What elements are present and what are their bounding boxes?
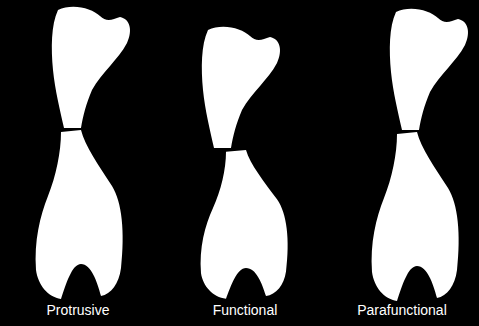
tooth-pair: [201, 27, 288, 299]
view-label: Protrusive: [46, 302, 109, 318]
tooth-pair: [372, 9, 468, 301]
tooth-pair: [36, 7, 130, 299]
view-label: Functional: [213, 302, 278, 318]
view-label: Parafunctional: [357, 302, 447, 318]
